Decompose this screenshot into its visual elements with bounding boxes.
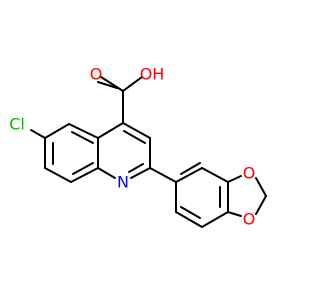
bond-pyr-2 xyxy=(122,122,151,139)
bond-aryl-5 xyxy=(175,211,203,228)
atom-nitrogen: N xyxy=(117,173,129,192)
bond-dioxole-4 xyxy=(227,211,242,217)
bond-aryl-5-inner xyxy=(180,206,201,219)
bond-c-cl xyxy=(30,129,46,139)
bond-c-oh xyxy=(122,76,143,92)
molecule-structure: O OH Cl N O O xyxy=(9,65,267,229)
bond-pyr-4-inner xyxy=(128,163,144,173)
atom-oxygen-ring-top: O xyxy=(243,164,256,183)
atom-chlorine: Cl xyxy=(9,115,25,134)
bond-pyr-2-inner xyxy=(123,130,146,144)
bond-benzo-1 xyxy=(68,123,99,139)
bond-dioxole-2 xyxy=(255,177,267,197)
bond-c-o-double-2 xyxy=(97,81,118,89)
bond-dioxole-1 xyxy=(227,175,242,183)
bond-aryl-1-inner xyxy=(180,162,201,175)
bond-aryl-1 xyxy=(175,167,203,183)
bond-c-o-double-1 xyxy=(100,76,124,92)
bond-pyr-4 xyxy=(130,167,151,179)
molecule-canvas: O OH Cl N O O xyxy=(9,64,267,229)
bond-benzo-5 xyxy=(70,167,99,183)
bond-benzo-5-inner xyxy=(72,162,94,175)
bond-aryl-2 xyxy=(201,167,229,183)
bond-dioxole-3 xyxy=(255,195,267,215)
bond-aryl-4 xyxy=(201,211,229,228)
bond-pyr-1 xyxy=(97,122,124,139)
atom-oxygen-ring-bottom: O xyxy=(243,210,256,229)
bond-benzo-1-inner xyxy=(71,131,94,144)
bond-pyr-aryl xyxy=(149,167,177,183)
bond-benzo-2 xyxy=(44,123,70,139)
atom-hydroxyl: OH xyxy=(140,65,165,84)
atom-oxygen-carbonyl: O xyxy=(90,65,103,84)
bond-pyr-5 xyxy=(97,167,116,179)
bond-benzo-4 xyxy=(44,167,72,183)
